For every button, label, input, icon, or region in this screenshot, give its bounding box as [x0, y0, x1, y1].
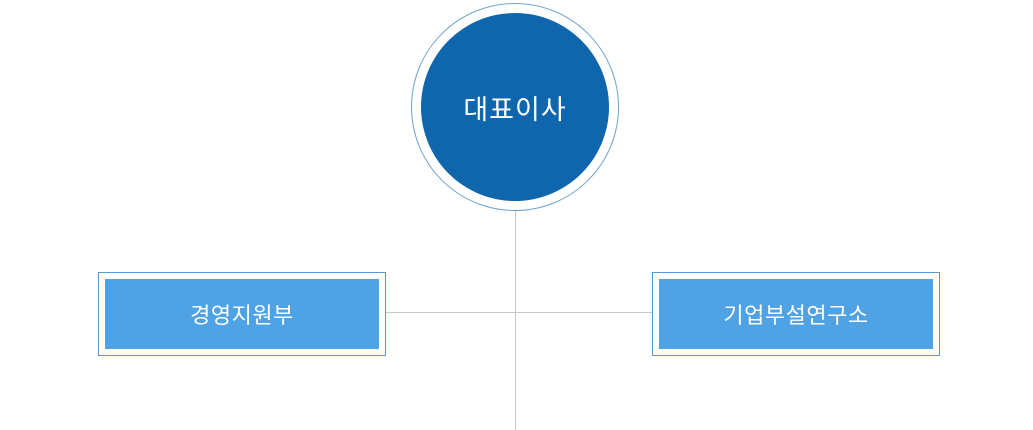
dept-box: 경영지원부: [105, 279, 379, 349]
dept-node-research-institute: 기업부설연구소: [652, 272, 940, 356]
vertical-connector-line: [515, 208, 516, 430]
dept-box: 기업부설연구소: [659, 279, 933, 349]
ceo-label: 대표이사: [463, 94, 567, 126]
horizontal-connector-line: [386, 312, 654, 313]
ceo-node: 대표이사: [411, 3, 619, 211]
ceo-circle: 대표이사: [421, 13, 609, 201]
dept-label-research-institute: 기업부설연구소: [723, 304, 869, 329]
dept-node-management-support: 경영지원부: [98, 272, 386, 356]
dept-label-management-support: 경영지원부: [190, 304, 294, 329]
